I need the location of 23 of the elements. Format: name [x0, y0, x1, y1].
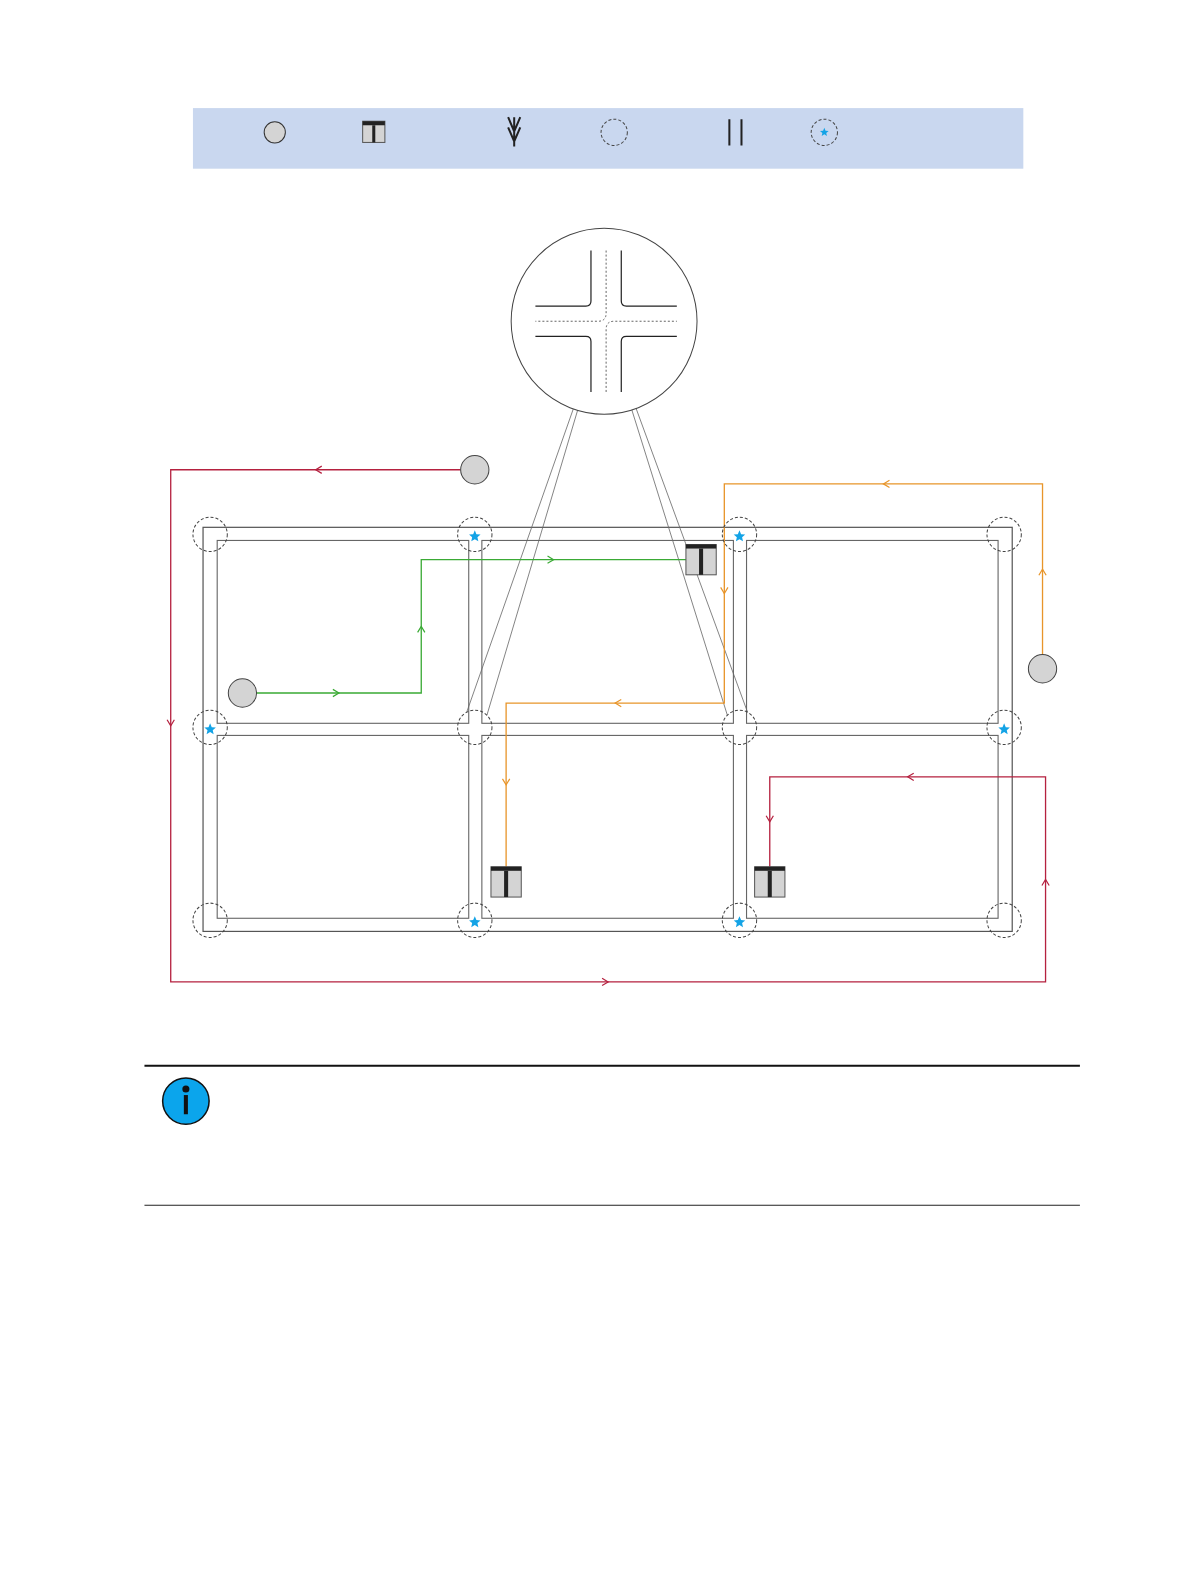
leader-line	[631, 409, 728, 716]
source-circle	[1026, 652, 1059, 685]
terminal-box	[683, 542, 719, 577]
leader-line	[635, 408, 748, 713]
star-intersection-marker	[984, 708, 1024, 747]
intersection-marker	[190, 515, 230, 554]
terminal-box	[488, 864, 524, 900]
source-circle	[226, 676, 259, 710]
magnified-intersection-drawing	[509, 226, 700, 417]
leader-line	[486, 409, 578, 716]
star-intersection-marker	[720, 901, 759, 940]
terminal-box	[752, 864, 787, 900]
intersection-marker	[455, 708, 494, 747]
intersection-marker	[984, 515, 1024, 554]
leader-line	[466, 408, 574, 713]
star-intersection-marker	[455, 515, 494, 554]
star-intersection-marker	[720, 515, 759, 554]
star-intersection-marker	[455, 901, 494, 940]
intersection-marker	[720, 708, 759, 747]
intersection-marker	[190, 901, 230, 940]
source-circle	[458, 453, 491, 486]
star-intersection-marker	[190, 708, 230, 747]
intersection-marker	[984, 901, 1024, 940]
